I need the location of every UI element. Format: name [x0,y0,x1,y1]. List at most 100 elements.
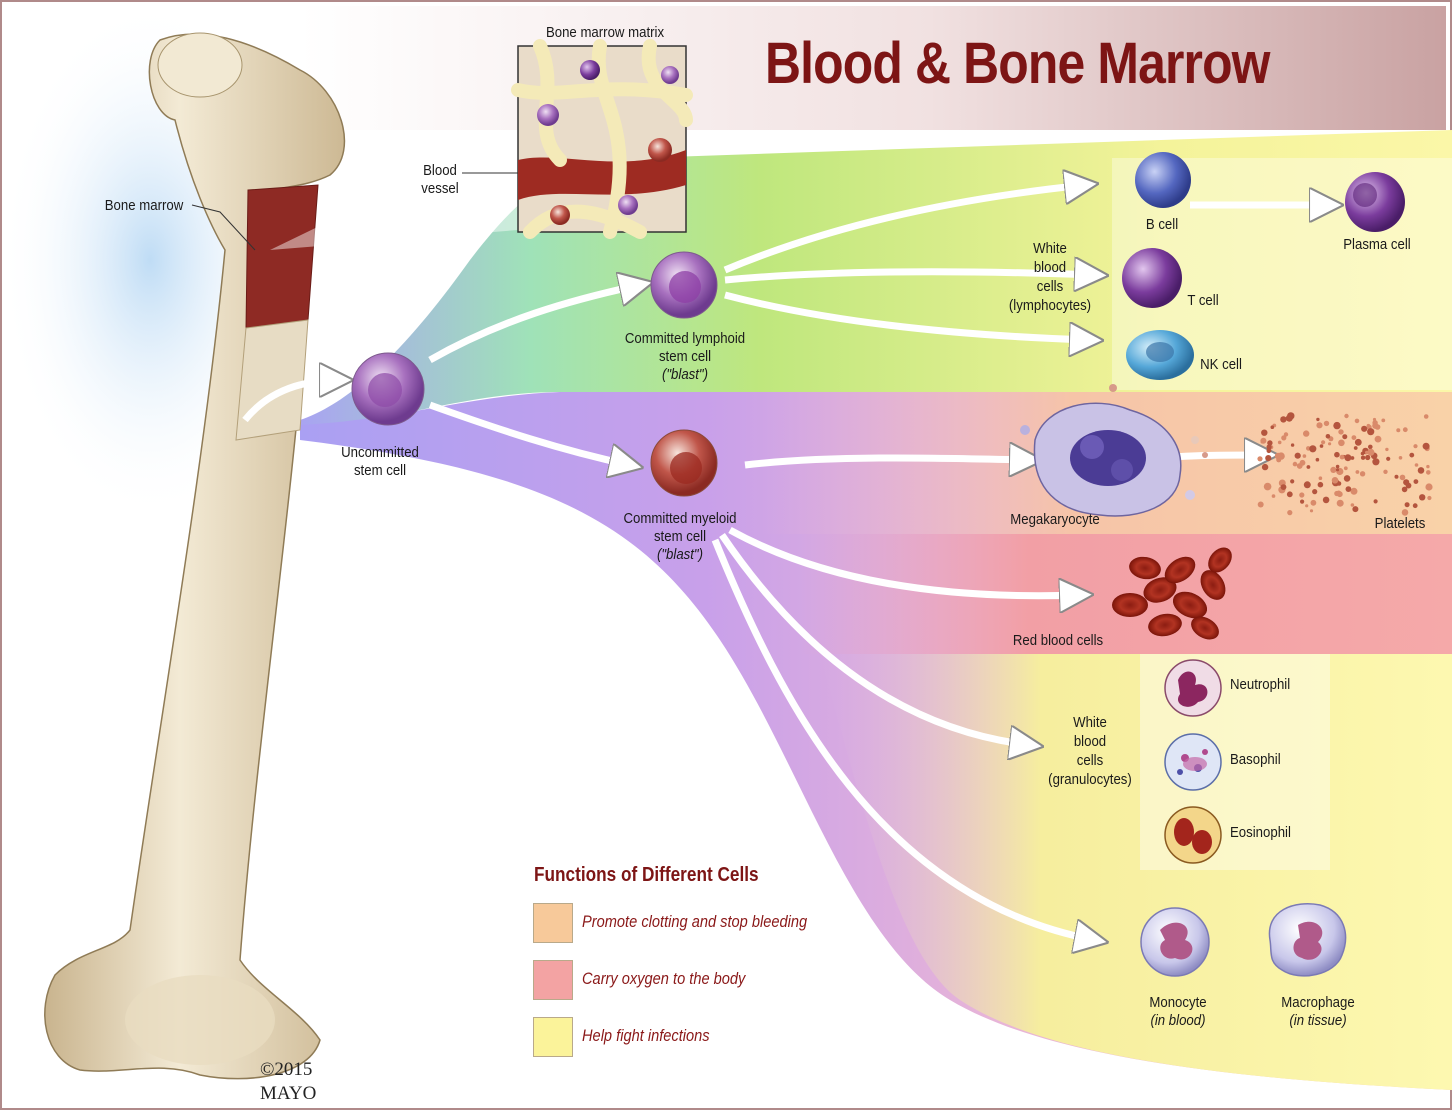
platelet [1264,483,1272,491]
platelet [1272,494,1276,498]
platelet [1352,435,1357,440]
platelet [1344,475,1351,482]
platelet [1303,430,1309,436]
myeloid-label-1: Committed myeloid [605,510,755,528]
platelet [1346,486,1352,492]
platelet [1267,448,1272,453]
platelet [1286,415,1293,422]
platelet [1334,452,1340,458]
platelet [1351,503,1355,507]
platelet [1299,492,1304,497]
monocyte-label: Monocyte [1136,994,1220,1012]
wbc-lymph-label-3: cells [1002,278,1099,296]
eosinophil-cell [1165,807,1221,863]
legend-text-infection: Help fight infections [582,1026,710,1046]
bone-marrow-matrix-inset [518,46,686,232]
platelet [1342,434,1347,439]
platelet [1374,499,1378,503]
copyright-year: ©2015 [260,1058,316,1082]
page-title: Blood & Bone Marrow [765,30,1270,97]
platelet [1290,479,1294,483]
platelet [1271,425,1275,429]
nk-nucleus [1146,342,1174,362]
copyright: ©2015 MAYO [260,1058,316,1106]
platelet [1291,443,1294,446]
platelet [1316,458,1320,462]
platelet [1338,440,1345,447]
platelet [1361,426,1367,432]
platelet [1318,482,1324,488]
platelet [1275,453,1282,460]
platelet [1368,445,1373,450]
legend-swatch-oxygen [533,960,573,1000]
wbc-lymph-label-2: blood [1002,259,1099,277]
platelet [1418,467,1425,474]
platelet [1403,479,1409,485]
platelet [1304,481,1311,488]
platelet [1305,504,1308,507]
lymphoid-label-2: stem cell [610,348,760,366]
uncommitted-label-2: stem cell [327,462,433,480]
platelet [1265,455,1271,461]
platelet [1351,488,1358,495]
platelet [1323,497,1330,504]
platelet [1307,465,1311,469]
platelet [1396,428,1400,432]
platelet [1381,419,1385,423]
uncommitted-label-1: Uncommitted [327,444,433,462]
platelet [1413,503,1418,508]
platelet [1413,444,1417,448]
platelet [1332,477,1339,484]
platelet [1309,445,1316,452]
legend-text-clotting: Promote clotting and stop bleeding [582,912,807,932]
platelet [1310,509,1313,512]
blood-vessel-label-1: Blood [409,162,471,180]
platelet [1320,444,1324,448]
basophil-label: Basophil [1230,751,1281,769]
platelet [1340,455,1345,460]
platelet [1405,502,1410,507]
platelet [1261,440,1265,444]
platelet [1278,441,1282,445]
platelet [1316,422,1322,428]
platelet [1400,475,1406,481]
platelet [1316,418,1319,421]
platelet [1321,440,1325,444]
platelet [1284,432,1288,436]
platelet [1361,456,1365,460]
platelet [1373,418,1376,421]
platelet [1383,470,1387,474]
platelet [1355,419,1360,424]
platelet [1328,442,1331,445]
wbc-gran-label-4: (granulocytes) [1042,771,1139,789]
plasma-cell [1345,172,1405,232]
platelet [1424,414,1429,419]
copyright-owner: MAYO [260,1082,316,1106]
platelet [1344,466,1348,470]
platelet [1300,500,1304,504]
platelet [1312,489,1317,494]
platelet [1336,465,1340,469]
platelet [1287,491,1293,497]
platelet [1385,448,1388,451]
wbc-lymph-label-4: (lymphocytes) [1002,297,1099,315]
platelet [1319,476,1323,480]
platelet [1333,422,1340,429]
platelet [1427,496,1431,500]
platelet [1293,462,1298,467]
platelet [1365,455,1370,460]
neutrophil-label: Neutrophil [1230,676,1290,694]
platelet [1336,491,1341,496]
lymphoid-nucleus [669,271,701,303]
platelet [1367,424,1371,428]
platelet [1280,416,1286,422]
platelet [1372,423,1378,429]
t-cell-label: T cell [1177,292,1230,310]
lymphoid-label-3: ("blast") [610,366,760,384]
platelets-label: Platelets [1360,515,1439,533]
macrophage-label: Macrophage [1269,994,1368,1012]
platelet [1423,443,1430,450]
platelet [1352,506,1358,512]
platelet [1326,434,1331,439]
